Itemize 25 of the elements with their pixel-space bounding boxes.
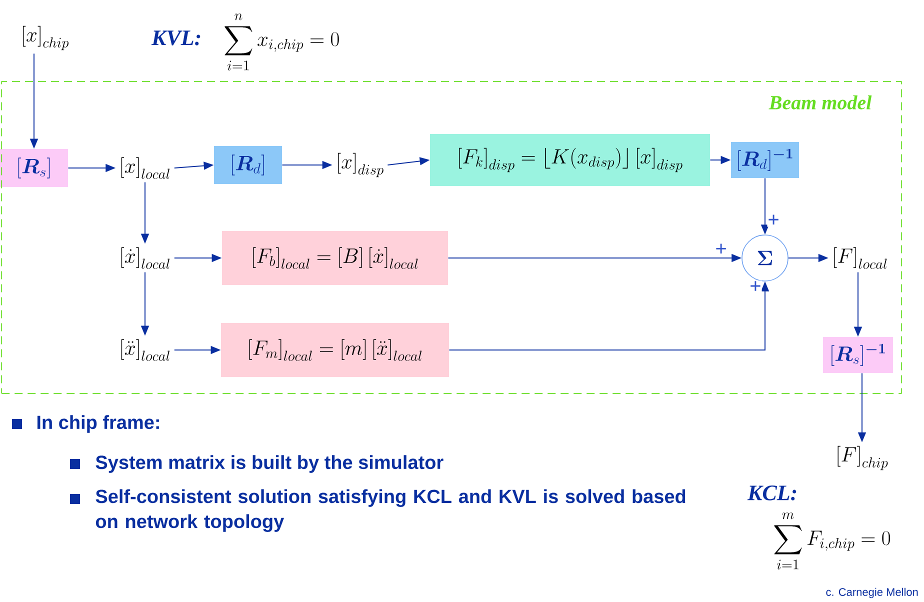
rotation-box: $[\boldsymbol{R}_{d}]$ — [214, 146, 282, 184]
equation: $\sum_{i=1}^{m} F_{i,chip}=0$ — [774, 512, 890, 570]
sign-label: + — [767, 214, 780, 227]
rotation-box: $[\boldsymbol{R}_{s}]$ — [0, 149, 68, 187]
credit-text: c. Carnegie Mellon — [826, 588, 918, 598]
matrix-label: $\left[\dot{x}\right]_{local}$ — [121, 247, 170, 269]
equation-label: KCL: — [747, 486, 796, 500]
equation-label: KVL: — [151, 30, 200, 46]
equation-box: $\left[F_{k}\right]_{disp}=\left\lfloor K(x_{disp})\right\rfloor\left[x\right]_{disp}$ — [430, 134, 710, 186]
matrix-label: $\left[F\right]_{local}$ — [834, 247, 887, 269]
equation-box: $\left[F_{b}\right]_{local}=\left[B\right]\left[\dot{x}\right]_{local}$ — [222, 231, 448, 285]
equation-box: $\left[F_{m}\right]_{local}=\left[m\right]\left[\ddot{x}\right]_{local}$ — [221, 323, 449, 377]
matrix-label: $\left[x\right]_{local}$ — [121, 157, 170, 179]
matrix-label: $\left[F\right]_{chip}$ — [838, 446, 888, 470]
bullet-item: System matrix is built by the simulator — [70, 455, 444, 473]
matrix-label: $\left[x\right]_{disp}$ — [338, 152, 384, 178]
bullet-item: Self-consistent solution satisfying KCL and KVL is solved based on network topology — [70, 489, 686, 532]
rotation-box: $[\boldsymbol{R}_{d}]^{\boldsymbol{-1}}$ — [731, 142, 799, 178]
bullet-item: In chip frame: — [12, 415, 159, 433]
equation: $\sum_{i=1}^{n} x_{i,chip}=0$ — [224, 14, 339, 70]
matrix-label: $\left[\ddot{x}\right]_{local}$ — [121, 339, 170, 361]
sign-label: + — [714, 243, 728, 256]
rotation-box: $[\boldsymbol{R}_{s}]^{\boldsymbol{-1}}$ — [823, 337, 893, 373]
sign-label: + — [749, 280, 762, 294]
matrix-label: $\left[x\right]_{chip}$ — [22, 26, 69, 50]
